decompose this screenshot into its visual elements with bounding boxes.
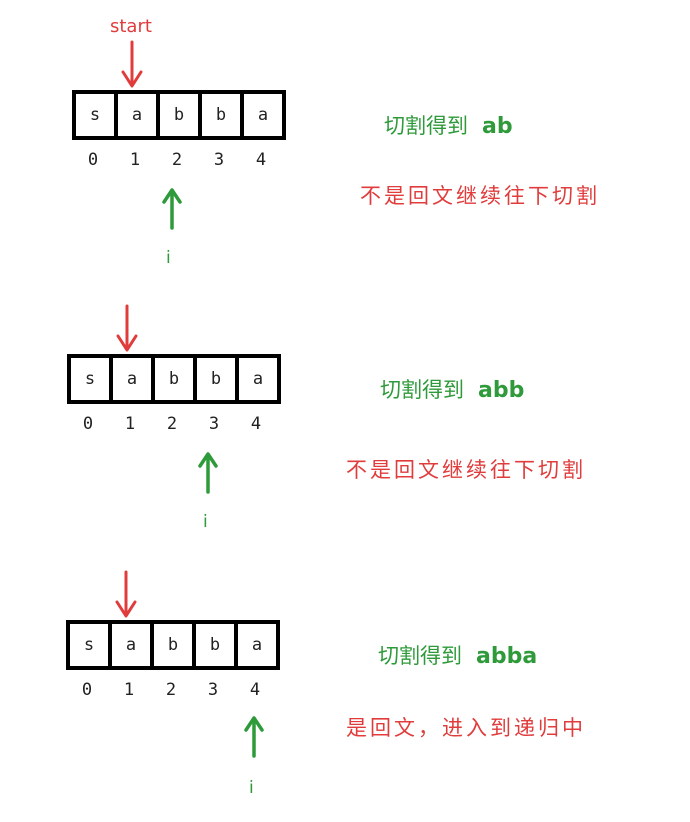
index-label: 0 [81, 680, 93, 700]
array-cell: b [193, 354, 239, 404]
cut-caption: 切割得到 ab [384, 110, 513, 140]
start-arrow-icon [121, 40, 143, 88]
index-label: 1 [123, 680, 135, 700]
start-label: start [110, 16, 152, 37]
array-cell: a [234, 620, 280, 670]
index-label: 2 [166, 414, 178, 434]
array-cell: s [66, 620, 112, 670]
result-text: 不是回文继续往下切割 [360, 184, 600, 208]
cut-string: abba [476, 644, 538, 669]
array-cell: s [67, 354, 113, 404]
array-cell: b [150, 620, 196, 670]
index-label: 3 [208, 414, 220, 434]
array-cell: a [114, 90, 160, 140]
index-row: 0 1 2 3 4 [67, 414, 277, 434]
cut-caption: 切割得到 abba [378, 640, 537, 670]
step-panel-1: start s a b b a 0 1 2 3 4 i 切割得到 ab 不是回文继… [0, 0, 690, 270]
index-row: 0 1 2 3 4 [66, 680, 276, 700]
array-cell: b [198, 90, 244, 140]
array-cells: s a b b a [67, 354, 281, 404]
array-cell: a [240, 90, 286, 140]
cut-caption: 切割得到 abb [380, 374, 524, 404]
index-label: 4 [250, 414, 262, 434]
index-label: 1 [129, 150, 141, 170]
cut-prefix: 切割得到 [384, 114, 468, 138]
cut-string: abb [478, 378, 525, 403]
index-label: 4 [249, 680, 261, 700]
index-label: 0 [87, 150, 99, 170]
array-cell: a [109, 354, 155, 404]
cut-string: ab [482, 114, 513, 139]
step-panel-3: s a b b a 0 1 2 3 4 i 切割得到 abba 是回文，进入到递归… [0, 540, 690, 810]
array-cell: a [108, 620, 154, 670]
i-arrow-icon [198, 452, 218, 494]
i-label: i [203, 512, 208, 532]
result-text: 不是回文继续往下切割 [346, 458, 586, 482]
index-label: 3 [213, 150, 225, 170]
i-label: i [166, 248, 171, 268]
index-label: 4 [255, 150, 267, 170]
array-cells: s a b b a [72, 90, 286, 140]
i-label: i [249, 778, 254, 798]
index-row: 0 1 2 3 4 [72, 150, 282, 170]
array-cell: b [156, 90, 202, 140]
start-arrow-icon [115, 570, 137, 618]
i-arrow-icon [162, 188, 182, 230]
cut-prefix: 切割得到 [378, 644, 462, 668]
index-label: 0 [82, 414, 94, 434]
result-text: 是回文，进入到递归中 [346, 716, 586, 740]
index-label: 2 [165, 680, 177, 700]
start-arrow-icon [116, 304, 138, 352]
step-panel-2: s a b b a 0 1 2 3 4 i 切割得到 abb 不是回文继续往下切割 [0, 270, 690, 540]
array-cells: s a b b a [66, 620, 280, 670]
array-cell: a [235, 354, 281, 404]
index-label: 2 [171, 150, 183, 170]
i-arrow-icon [244, 716, 264, 758]
array-cell: b [192, 620, 238, 670]
array-cell: s [72, 90, 118, 140]
cut-prefix: 切割得到 [380, 378, 464, 402]
index-label: 3 [207, 680, 219, 700]
index-label: 1 [124, 414, 136, 434]
array-cell: b [151, 354, 197, 404]
